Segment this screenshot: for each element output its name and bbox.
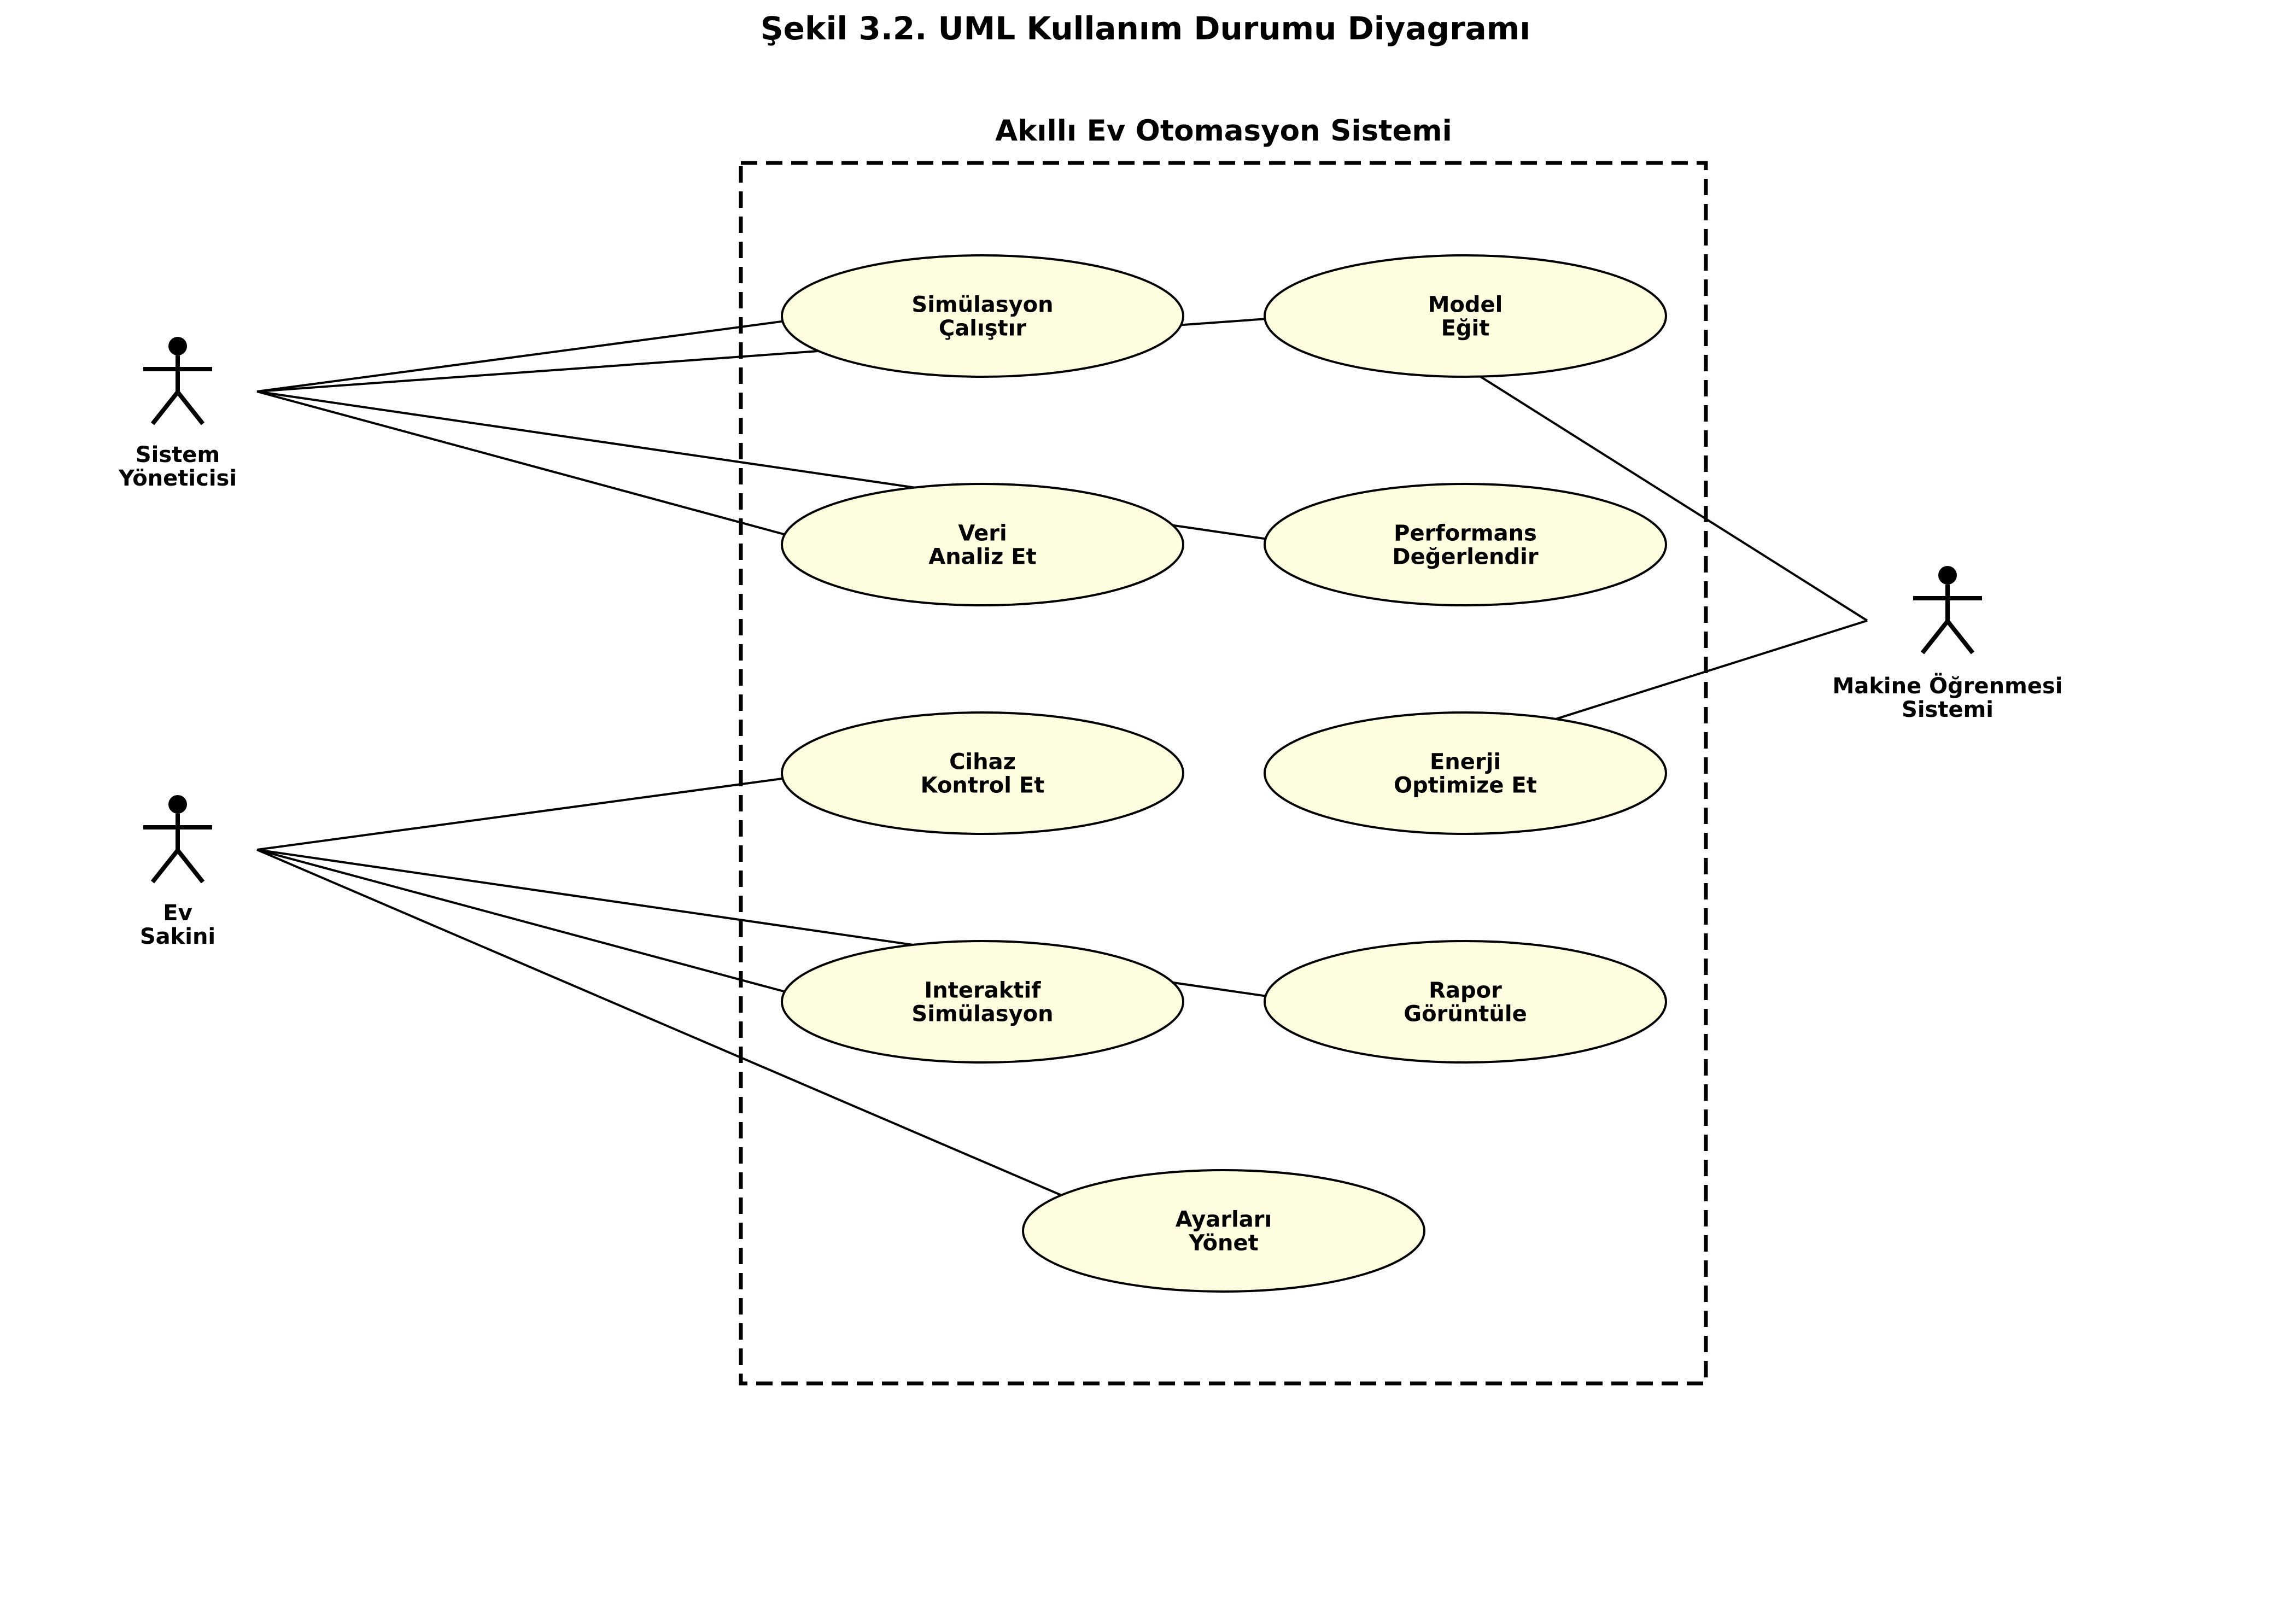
use-case-ellipse bbox=[1264, 940, 1667, 1064]
use-case-label: Model bbox=[1428, 293, 1503, 318]
use-case-label: Değerlendir bbox=[1392, 545, 1538, 570]
use-case-ellipse bbox=[1264, 711, 1667, 835]
use-case-ellipse bbox=[1264, 254, 1667, 378]
use-case-label: Analiz Et bbox=[928, 545, 1037, 570]
use-case-label: Ayarları bbox=[1176, 1207, 1272, 1232]
stick-figure-icon bbox=[143, 337, 212, 425]
use-case-label: Enerji bbox=[1430, 750, 1501, 775]
use-case-ellipse bbox=[781, 254, 1184, 378]
use-case-label: Cihaz bbox=[949, 750, 1016, 775]
actor-label: Ev bbox=[163, 901, 192, 926]
use-case-ellipse bbox=[781, 940, 1184, 1064]
actor-label: Sistemi bbox=[1902, 697, 1993, 722]
use-case-label: Performans bbox=[1394, 521, 1537, 546]
use-case-label: Çalıştır bbox=[939, 316, 1026, 341]
actor-label: Sakini bbox=[140, 924, 215, 949]
use-case-ellipse bbox=[1264, 483, 1667, 606]
stick-figure-icon bbox=[143, 795, 212, 884]
figure-title: Şekil 3.2. UML Kullanım Durumu Diyagramı bbox=[761, 10, 1530, 47]
system-boundary bbox=[739, 161, 1708, 1386]
use-case-label: Rapor bbox=[1429, 978, 1502, 1003]
system-title: Akıllı Ev Otomasyon Sistemi bbox=[995, 114, 1452, 148]
association-admin-sim bbox=[256, 315, 823, 393]
use-case-label: Yönet bbox=[1188, 1231, 1259, 1256]
use-case-label: Simülasyon bbox=[911, 293, 1053, 318]
use-case-label: Eğit bbox=[1441, 316, 1490, 341]
association-resident-ayar bbox=[256, 849, 1145, 1232]
association-resident-inter bbox=[256, 849, 823, 1003]
use-case-label: Veri bbox=[958, 521, 1007, 546]
use-case-label: Kontrol Et bbox=[921, 773, 1045, 798]
use-case-ellipse bbox=[781, 483, 1184, 606]
stick-figure-icon bbox=[1913, 566, 1982, 655]
use-case-label: Interaktif bbox=[924, 978, 1041, 1003]
actor-label: Yöneticisi bbox=[118, 466, 237, 491]
actor-label: Sistem bbox=[136, 442, 220, 468]
use-case-label: Optimize Et bbox=[1394, 773, 1537, 798]
use-case-ellipse bbox=[1022, 1169, 1425, 1293]
association-resident-cihaz bbox=[256, 772, 823, 851]
association-admin-veri bbox=[256, 390, 823, 546]
actor-label: Makine Öğrenmesi bbox=[1833, 673, 2063, 699]
use-case-label: Görüntüle bbox=[1404, 1002, 1527, 1027]
use-case-label: Simülasyon bbox=[911, 1002, 1053, 1027]
use-case-ellipse bbox=[781, 711, 1184, 835]
